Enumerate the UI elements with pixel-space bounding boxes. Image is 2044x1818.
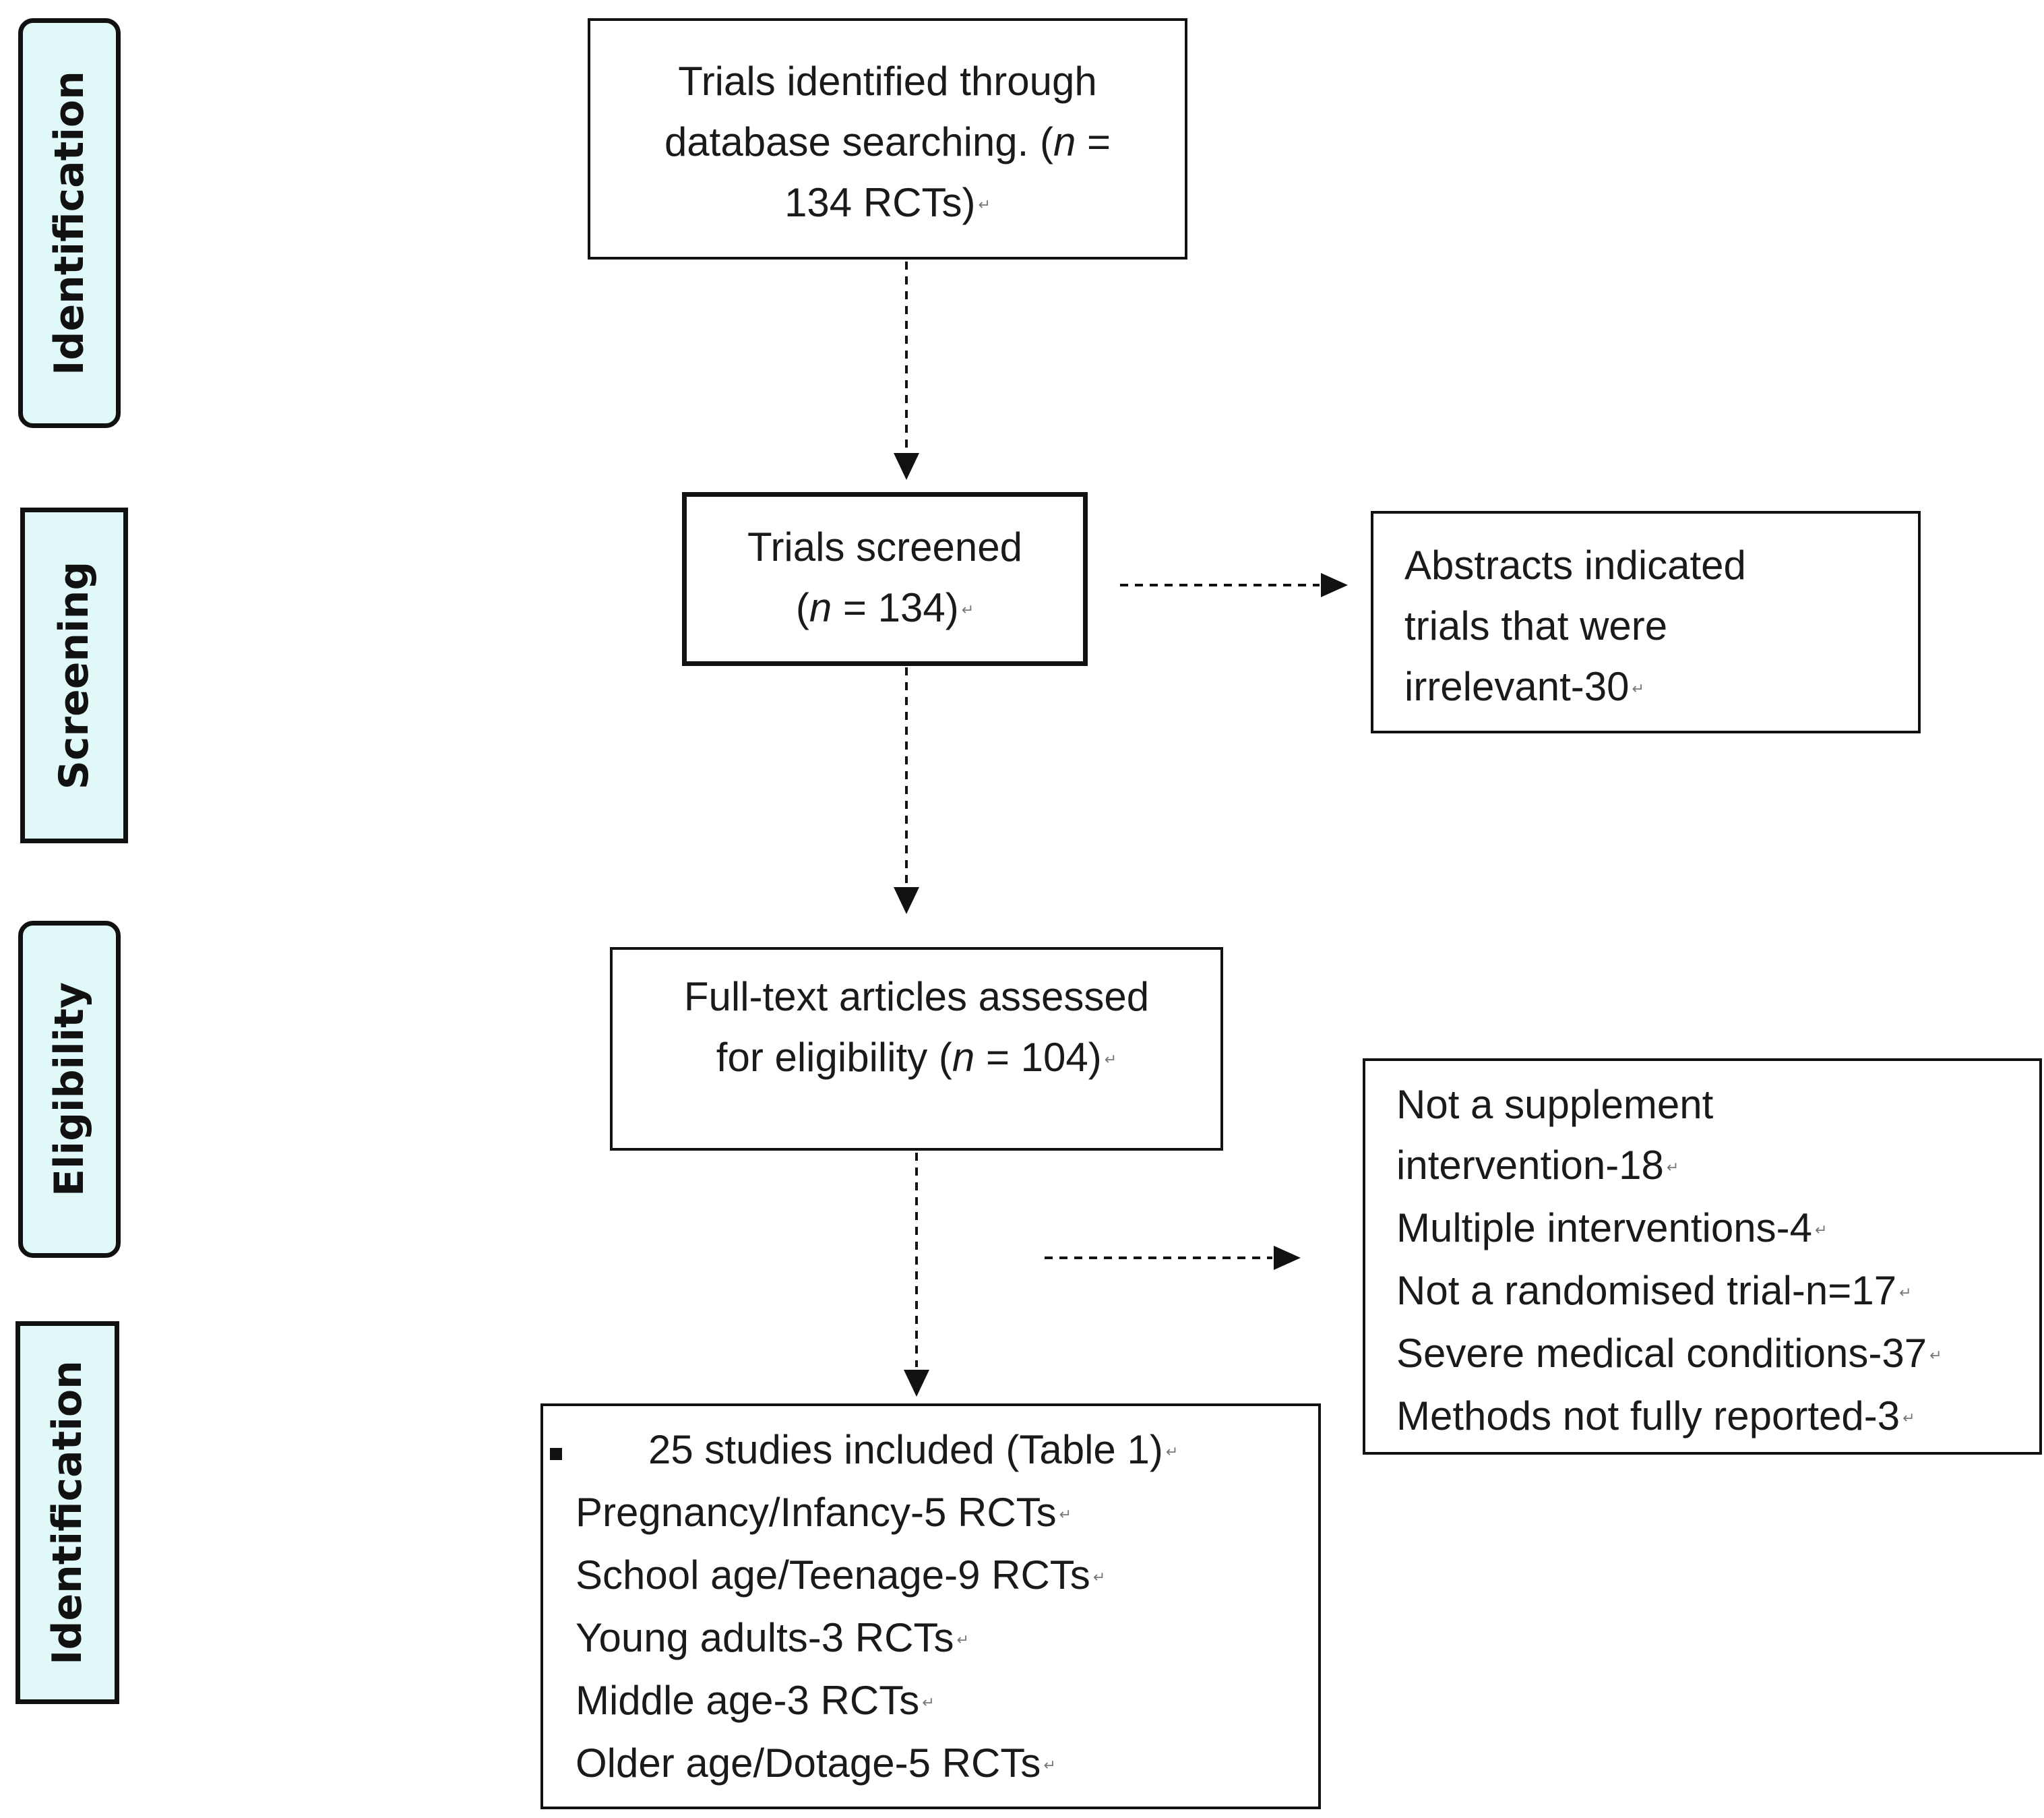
box-trials-screened: Trials screened (n = 134)↵: [682, 492, 1088, 666]
exclusion-line-4: Not a randomised trial-n=17↵: [1396, 1268, 1912, 1313]
stage-label: Eligibility: [46, 981, 93, 1197]
paragraph-mark: ↵: [1632, 680, 1644, 697]
abstracts-line-1: Abstracts indicated: [1404, 543, 1746, 588]
arrowhead-screened-to-fulltext: [894, 887, 919, 914]
paragraph-mark: ↵: [1666, 1159, 1679, 1176]
stage-label: Identification: [46, 71, 93, 375]
exclusion-line-3: Multiple interventions-4↵: [1396, 1205, 1828, 1250]
included-line-1: Pregnancy/Infancy-5 RCTs↵: [576, 1490, 1072, 1535]
abstracts-line-2: trials that were: [1404, 603, 1668, 648]
exclusion-line-2: intervention-18↵: [1396, 1143, 1679, 1188]
arrowhead-screened-to-abstracts: [1321, 573, 1348, 597]
stage-included: Identification: [16, 1321, 119, 1704]
paragraph-mark: ↵: [1899, 1284, 1912, 1301]
box-fulltext-assessed: Full-text articles assessed for eligibil…: [610, 947, 1223, 1151]
paragraph-mark: ↵: [1092, 1569, 1106, 1585]
screened-line-2: (n = 134)↵: [795, 585, 974, 630]
paragraph-mark: ↵: [1059, 1506, 1072, 1523]
paragraph-mark: ↵: [956, 1631, 969, 1648]
identified-line-3: 134 RCTs)↵: [784, 180, 991, 225]
stage-identification: Identification: [18, 18, 121, 428]
paragraph-mark: ↵: [1043, 1757, 1056, 1774]
paragraph-mark: ↵: [1902, 1410, 1915, 1426]
paragraph-mark: ↵: [961, 601, 974, 618]
box-fulltext-exclusions: Not a supplement intervention-18↵ Multip…: [1363, 1058, 2042, 1455]
fulltext-line-1: Full-text articles assessed: [683, 974, 1150, 1019]
exclusion-line-6: Methods not fully reported-3↵: [1396, 1393, 1915, 1438]
paragraph-mark: ↵: [922, 1694, 935, 1711]
paragraph-mark: ↵: [1929, 1347, 1942, 1364]
paragraph-mark: ↵: [978, 196, 991, 213]
paragraph-mark: ↵: [1104, 1051, 1117, 1068]
included-heading: 25 studies included (Table 1)↵: [648, 1427, 1179, 1472]
arrowhead-identified-to-screened: [894, 453, 919, 480]
box-abstracts-excluded: Abstracts indicated trials that were irr…: [1371, 511, 1921, 733]
abstracts-line-3: irrelevant-30↵: [1404, 664, 1644, 709]
exclusion-line-1: Not a supplement: [1396, 1082, 1714, 1127]
included-line-4: Middle age-3 RCTs↵: [576, 1678, 935, 1723]
fulltext-line-2: for eligibility (n = 104)↵: [716, 1035, 1117, 1080]
identified-line-1: Trials identified through: [678, 59, 1097, 104]
screened-line-1: Trials screened: [747, 524, 1022, 570]
stage-label: Screening: [51, 561, 98, 790]
bullet-marker: [550, 1448, 562, 1460]
included-line-5: Older age/Dotage-5 RCTs↵: [576, 1740, 1056, 1786]
arrowhead-fulltext-to-included: [904, 1370, 929, 1397]
stage-label: Identification: [44, 1360, 91, 1665]
arrowhead-fulltext-to-exclusions: [1274, 1246, 1301, 1270]
box-studies-included: 25 studies included (Table 1)↵ Pregnancy…: [540, 1403, 1321, 1809]
stage-eligibility: Eligibility: [18, 921, 121, 1258]
included-line-3: Young adults-3 RCTs↵: [576, 1615, 969, 1660]
identified-line-2: database searching. (n =: [664, 119, 1111, 164]
exclusion-line-5: Severe medical conditions-37↵: [1396, 1331, 1942, 1376]
stage-screening: Screening: [20, 508, 128, 843]
included-line-2: School age/Teenage-9 RCTs↵: [576, 1552, 1106, 1598]
paragraph-mark: ↵: [1814, 1221, 1828, 1238]
paragraph-mark: ↵: [1165, 1443, 1179, 1460]
box-trials-identified: Trials identified through database searc…: [588, 18, 1187, 260]
